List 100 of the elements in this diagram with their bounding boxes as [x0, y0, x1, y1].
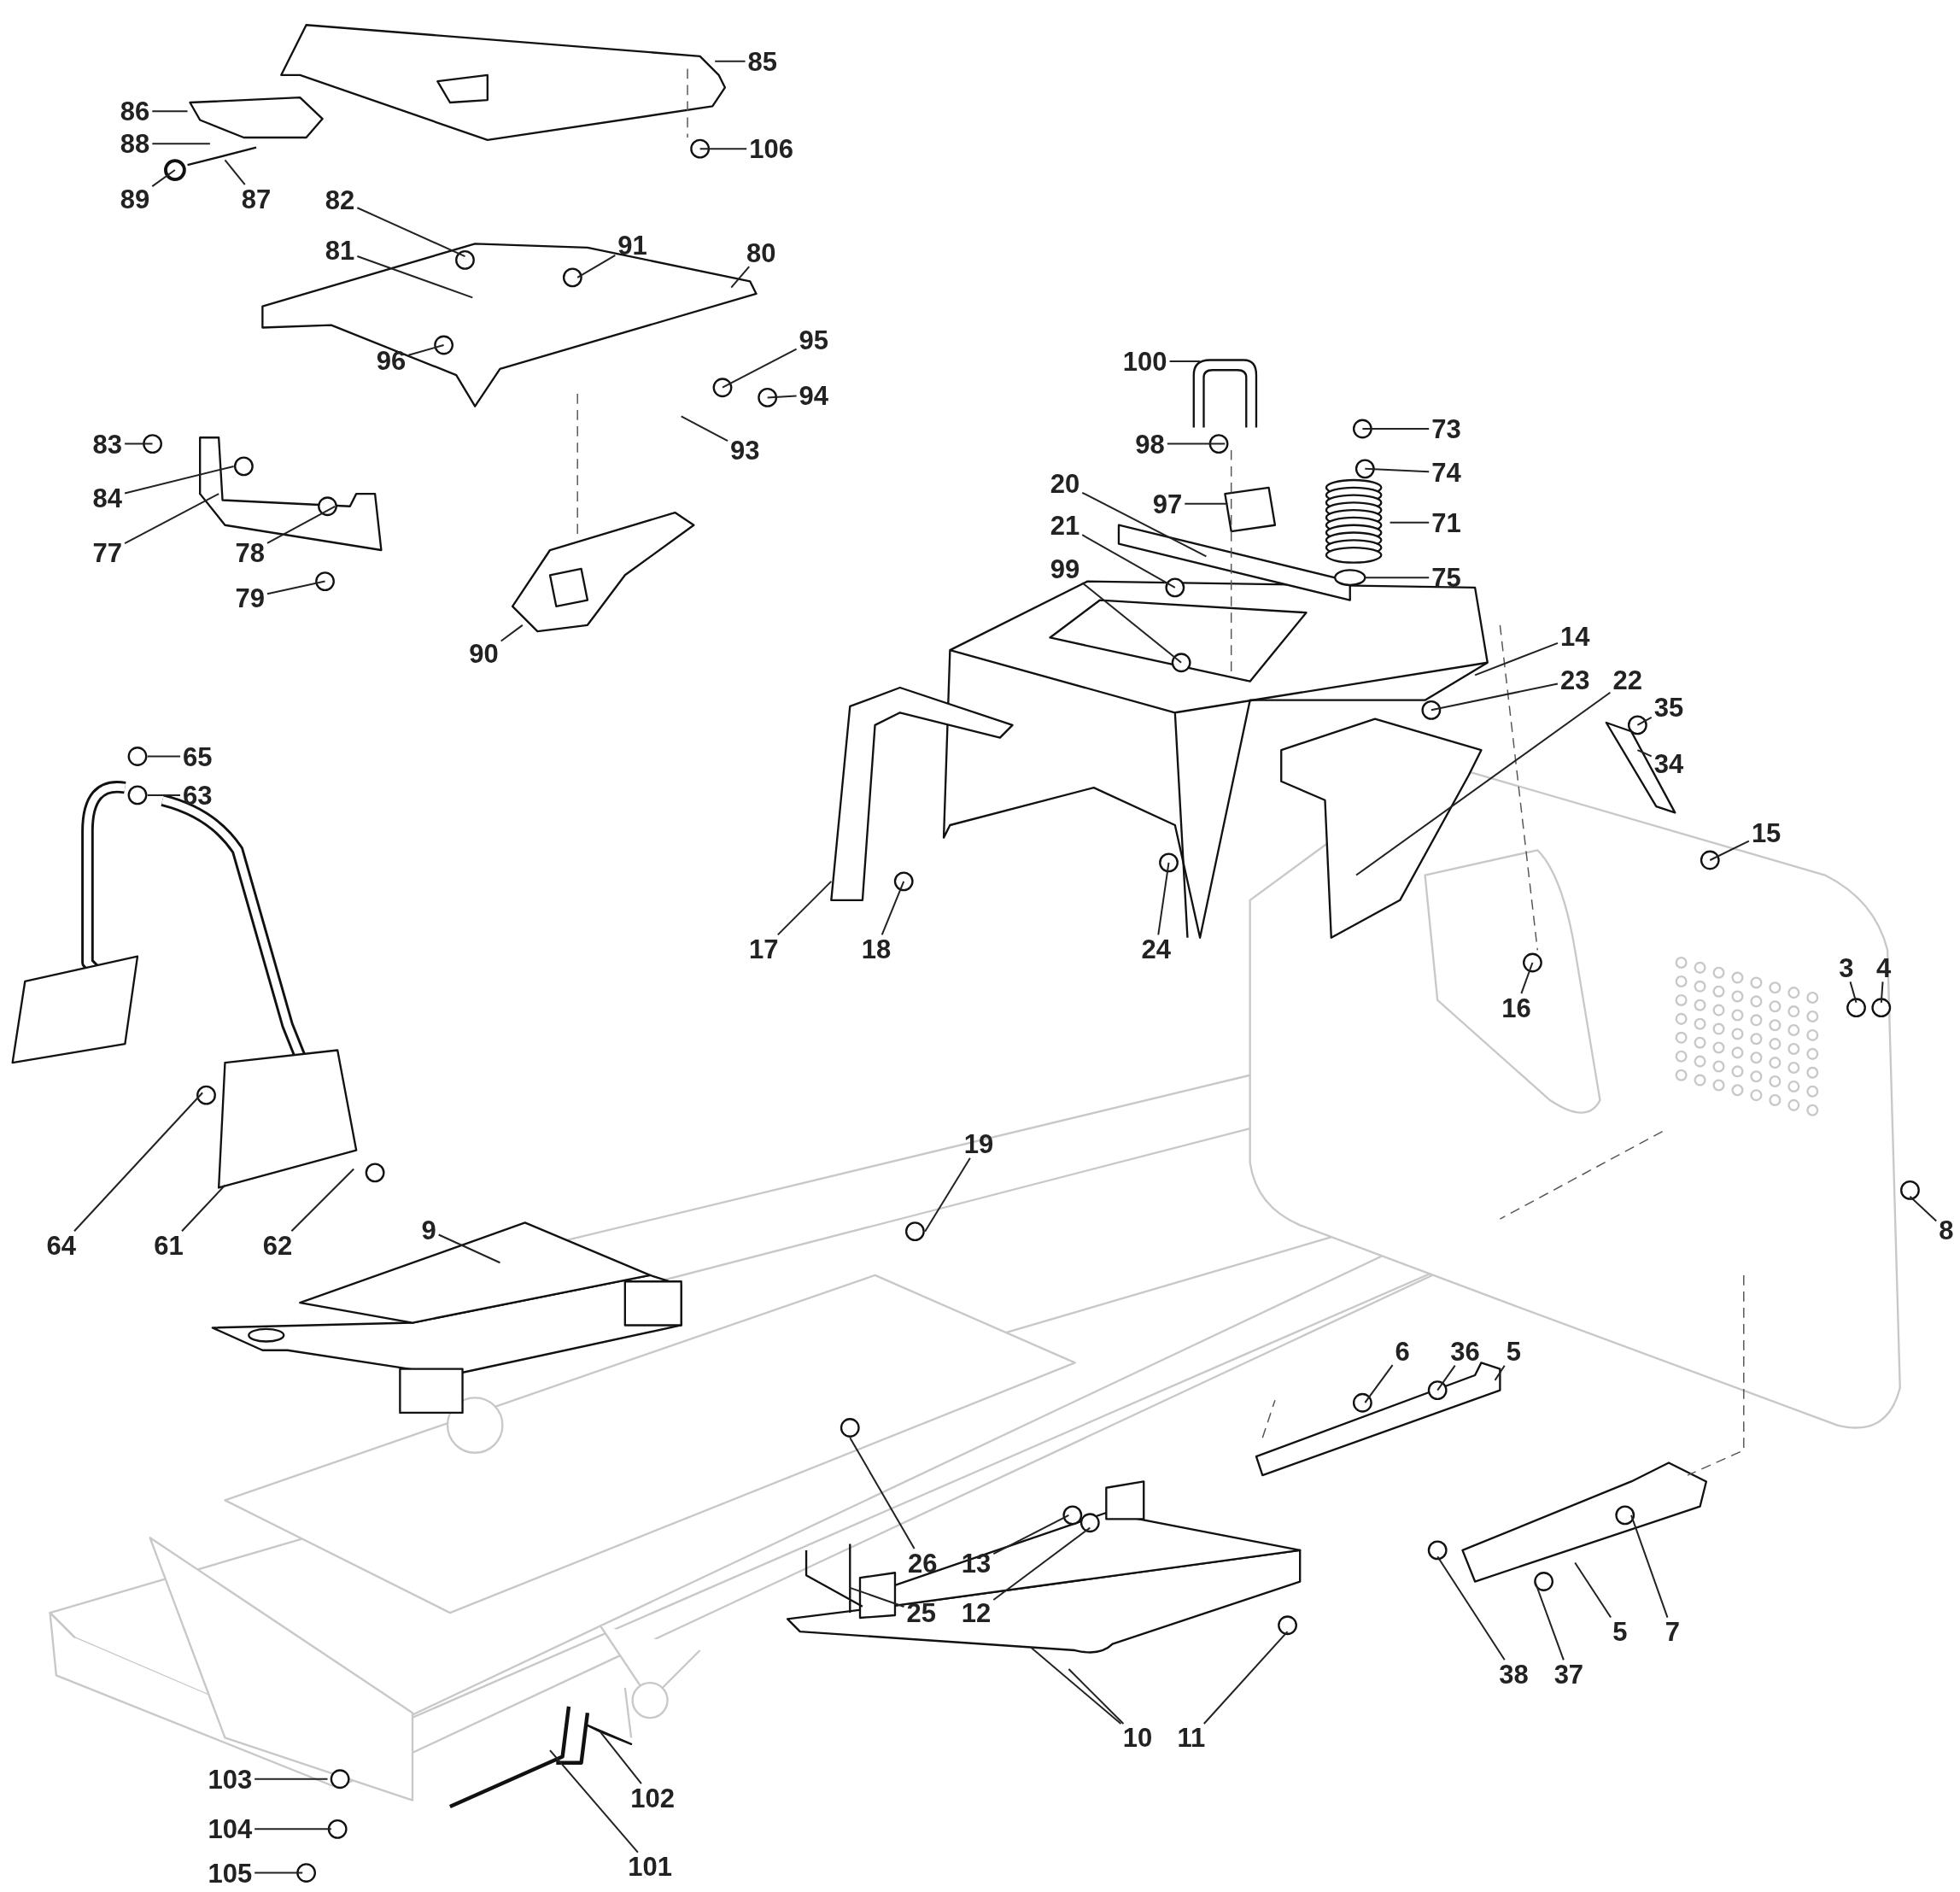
leader-line: [1520, 962, 1534, 995]
callout-number: 81: [325, 237, 355, 264]
callout-number: 18: [861, 935, 892, 963]
callout-number: 17: [749, 935, 779, 963]
callout-number: 86: [120, 97, 150, 125]
leader-line: [1355, 691, 1612, 876]
leader-line: [1880, 981, 1884, 1004]
callout-number: 99: [1050, 555, 1080, 583]
callout-number: 9: [421, 1216, 436, 1244]
leader-line: [992, 1514, 1070, 1555]
leader-line: [1630, 1514, 1669, 1619]
leader-line: [266, 505, 336, 544]
callout-number: 105: [208, 1860, 253, 1887]
leader-line: [680, 415, 729, 442]
callout-number: 38: [1499, 1661, 1529, 1688]
callout-number: 20: [1050, 470, 1080, 497]
leader-line: [500, 624, 524, 642]
leader-line: [1202, 1631, 1289, 1725]
leader-line: [1430, 682, 1559, 712]
leader-line: [1849, 981, 1858, 1004]
leader-line: [151, 143, 211, 145]
callout-number: 82: [325, 186, 355, 214]
callout-number: 21: [1050, 512, 1080, 539]
leader-line: [266, 580, 326, 595]
callout-number: 36: [1450, 1338, 1480, 1365]
callout-number: 85: [747, 48, 778, 75]
leader-line: [992, 1526, 1091, 1601]
callout-number: 87: [241, 185, 272, 213]
leader-line: [151, 169, 176, 188]
callout-number: 35: [1653, 694, 1684, 721]
callout-number: 73: [1431, 415, 1461, 442]
leader-line: [1909, 1195, 1938, 1222]
callout-number: 22: [1612, 666, 1642, 694]
leader-line: [437, 1233, 501, 1264]
callout-number: 74: [1431, 459, 1461, 486]
callout-number: 79: [235, 584, 265, 612]
callout-number: 101: [628, 1853, 672, 1880]
leader-line: [576, 254, 617, 278]
leader-line: [290, 1168, 355, 1233]
leader-line: [1166, 442, 1226, 445]
callout-number: 102: [630, 1784, 675, 1812]
leader-line: [1636, 716, 1653, 726]
leader-line: [1534, 1580, 1565, 1661]
leader-line: [1168, 360, 1202, 362]
leader-line: [73, 1092, 204, 1233]
leader-line: [722, 348, 798, 389]
leader-line: [356, 207, 466, 258]
callout-number: 77: [92, 539, 123, 566]
callout-number: 97: [1152, 490, 1183, 518]
leader-line: [1081, 534, 1176, 589]
callout-number: 12: [961, 1599, 992, 1626]
callout-number: 11: [1177, 1724, 1206, 1751]
callout-number: 24: [1141, 935, 1172, 963]
callout-number: 64: [46, 1232, 76, 1259]
leader-line: [1081, 582, 1183, 664]
leader-line: [151, 110, 189, 113]
callout-number: 13: [961, 1549, 992, 1577]
leader-line: [1494, 1364, 1506, 1381]
callout-number: 37: [1553, 1661, 1584, 1688]
leader-line: [1364, 467, 1431, 473]
leader-line: [699, 148, 748, 150]
leader-line: [924, 1157, 971, 1233]
callout-number: 14: [1559, 623, 1590, 650]
callout-number: 34: [1653, 750, 1684, 777]
leader-line: [1474, 641, 1559, 677]
leader-line: [1709, 840, 1750, 861]
leader-line: [1157, 861, 1170, 936]
callout-number: 7: [1665, 1618, 1680, 1645]
leader-line: [881, 880, 905, 936]
leader-line: [254, 1778, 329, 1780]
leader-line: [146, 755, 181, 758]
callout-number: 4: [1876, 954, 1892, 981]
leader-line: [730, 266, 751, 289]
callout-number: 23: [1559, 666, 1590, 694]
leader-line: [254, 1871, 304, 1874]
leader-line: [124, 442, 154, 445]
callout-number: 75: [1431, 564, 1461, 591]
callout-number: 71: [1431, 509, 1461, 536]
leader-line: [714, 60, 746, 62]
leader-line: [1436, 1555, 1506, 1661]
leader-line: [1574, 1561, 1612, 1619]
callout-number: 96: [376, 347, 407, 373]
callout-number: 63: [183, 782, 213, 809]
callout-number: 65: [183, 743, 213, 770]
leader-line: [549, 1749, 639, 1854]
callout-number: 98: [1135, 431, 1165, 458]
callout-number: 10: [1122, 1724, 1153, 1751]
callout-number: 94: [799, 382, 829, 408]
callout-number: 93: [730, 436, 760, 464]
leader-line: [776, 880, 833, 936]
callout-number: 78: [235, 539, 265, 566]
leader-line: [1361, 428, 1431, 431]
leader-line: [181, 1184, 226, 1233]
leader-line: [599, 1731, 642, 1785]
callout-number: 88: [120, 130, 150, 157]
leader-line: [1068, 1667, 1125, 1725]
callout-number: 90: [469, 641, 499, 667]
leader-line: [254, 1828, 332, 1830]
callout-number: 62: [262, 1232, 293, 1259]
leader-line: [224, 159, 246, 186]
